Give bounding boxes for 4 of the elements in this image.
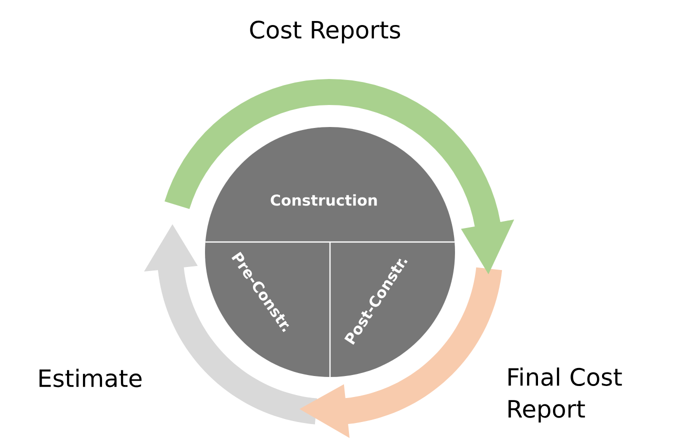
sector-label: Construction	[270, 194, 377, 206]
phase-label: Cost Reports	[250, 20, 400, 44]
phase-label: Estimate	[40, 368, 142, 388]
phase-label: Final Cost Report	[508, 368, 622, 422]
